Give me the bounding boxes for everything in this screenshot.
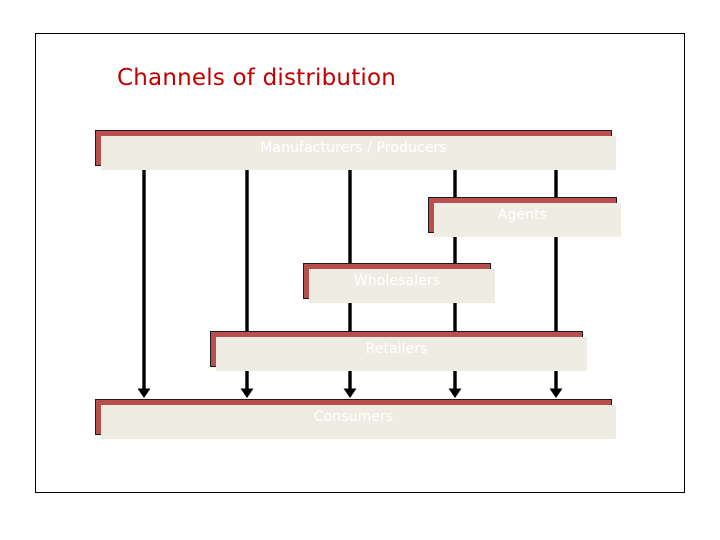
connector-retailers-to-consumers-b: [343, 367, 357, 398]
node-label: Manufacturers / Producers: [260, 140, 447, 156]
page-title: Channels of distribution: [117, 65, 397, 91]
arrowhead: [549, 388, 563, 398]
node-shadow: [216, 337, 587, 371]
connector-retailers-to-consumers-a: [240, 367, 254, 398]
node-manufacturers[interactable]: Manufacturers / Producers: [95, 130, 616, 170]
node-shadow: [101, 405, 616, 439]
arrowhead: [137, 388, 151, 398]
node-shadow: [101, 136, 616, 170]
node-label: Retailers: [365, 341, 428, 357]
node-shadow: [434, 203, 621, 237]
node-wholesalers[interactable]: Wholesalers: [303, 263, 495, 303]
connector-retailers-to-consumers-c: [448, 367, 462, 398]
node-retailers[interactable]: Retailers: [210, 331, 587, 371]
slide-frame-border: [35, 33, 685, 493]
arrowhead: [448, 388, 462, 398]
node-consumers[interactable]: Consumers: [95, 399, 616, 439]
node-shadow: [309, 269, 495, 303]
connector-direct-to-consumers: [137, 166, 151, 398]
node-agents[interactable]: Agents: [428, 197, 621, 237]
node-label: Wholesalers: [353, 273, 441, 289]
node-label: Consumers: [313, 409, 394, 425]
arrowhead: [240, 388, 254, 398]
node-label: Agents: [497, 207, 548, 223]
connector-retailers-to-consumers-d: [549, 367, 563, 398]
arrowhead: [343, 388, 357, 398]
